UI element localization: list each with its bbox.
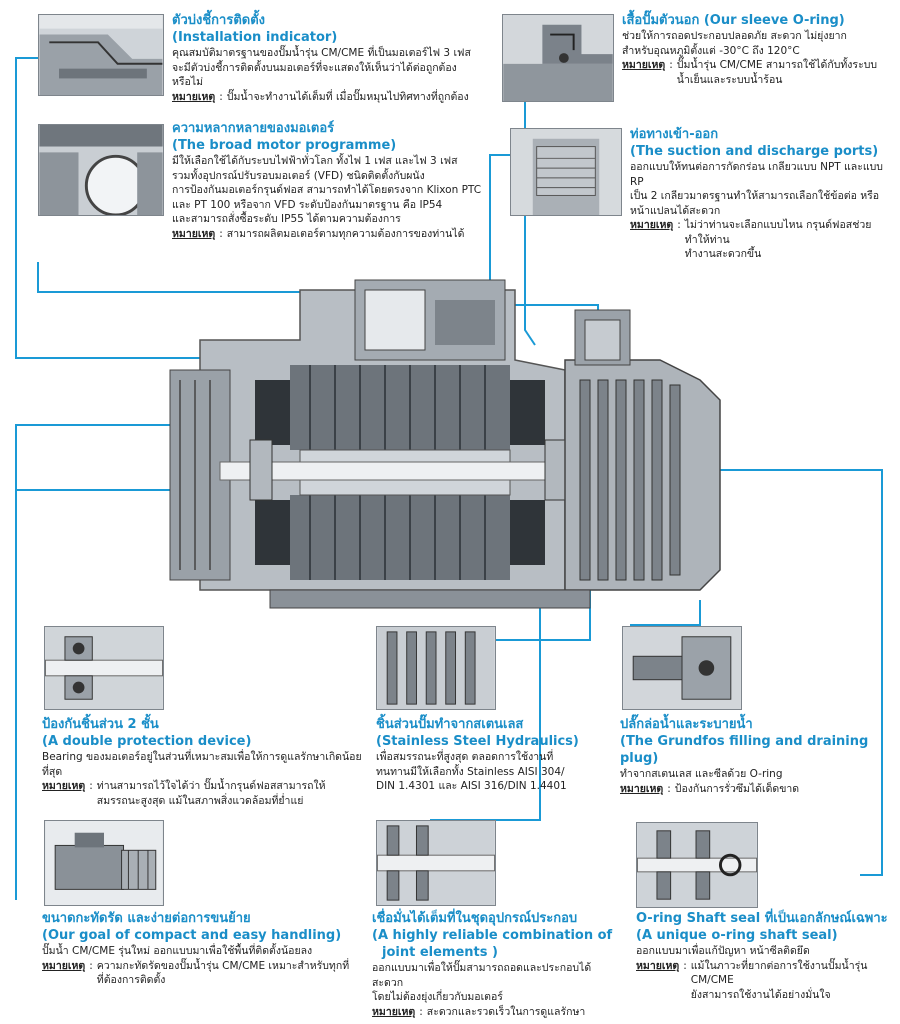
motor-programme-desc-4: และ PT 100 หรือจาก VFD ระดับป้องกันมาตรฐ… (172, 198, 443, 211)
suction-discharge-title-th: ท่อทางเข้า-ออก (630, 127, 719, 142)
sleeve-oring-desc-2: สำหรับอุณหภูมิตั้งแต่ -30°C ถึง 120°C (622, 44, 800, 57)
installation-indicator-title-en: (Installation indicator) (172, 30, 338, 45)
note-label: หมายเหตุ (622, 59, 666, 71)
compact-handling-image (44, 820, 164, 906)
compact-handling-desc: ปั๊มน้ำ CM/CME รุ่นใหม่ ออกแบบมาเพื่อใช้… (42, 945, 313, 957)
joint-elements-desc-1: ออกแบบมาเพื่อให้ปั๊มสามารถถอดและประกอบได… (372, 962, 592, 989)
motor-programme-desc-5: และสามารถสั่งซื้อระดับ IP55 ได้ตามความต้… (172, 213, 401, 225)
filling-plug-note: หมายเหตุ:ป้องกันการรั่วซึมได้เด็ดขาด (620, 782, 895, 797)
installation-indicator-desc-2: จะมีตัวบ่งชี้การติดตั้งบนมอเตอร์ที่จะแสด… (172, 61, 457, 89)
sleeve-oring-title-th: เสื้อปั๊มตัวนอก (622, 13, 700, 28)
suction-discharge-desc-2: เป็น 2 เกลียวมาตรฐานทำให้สามารถเลือกใช้ข… (630, 190, 880, 202)
sleeve-oring-desc-1: ช่วยให้การถอดประกอบปลอดภัย สะดวก ไม่ยุ่ง… (622, 30, 847, 42)
double-protection-note-1: ท่านสามารถไว้ใจได้ว่า ปั๊มน้ำกรุนด์ฟอสสา… (96, 780, 326, 792)
note-label: หมายเหตุ (636, 959, 680, 972)
compact-handling-title-th: ขนาดกะทัดรัด และง่ายต่อการขนย้าย (42, 911, 251, 926)
compact-handling-title-en: (Our goal of compact and easy handling) (42, 928, 342, 943)
double-protection-desc: Bearing ของมอเตอร์อยู่ในส่วนที่เหมาะสมเพ… (42, 751, 362, 778)
note-label: หมายเหตุ (630, 219, 674, 231)
installation-indicator-title-th: ตัวบ่งชี้การติดตั้ง (172, 13, 265, 28)
joint-elements-title-en: (A highly reliable combination of (372, 928, 613, 943)
stainless-hydraulics-desc-2: ทนทานมีให้เลือกทั้ง Stainless AISI 304/ (376, 765, 565, 778)
shaft-seal-note: หมายเหตุ:แม้ในภาวะที่ยากต่อการใช้งานปั๊ม… (636, 959, 868, 1001)
note-label: หมายเหตุ (620, 782, 664, 795)
motor-programme-note-text: สามารถผลิตมอเตอร์ตามทุกความต้องการของท่า… (226, 227, 465, 240)
sleeve-oring-title: เสื้อปั๊มตัวนอก (Our sleeve O-ring) (622, 12, 892, 29)
suction-discharge-desc-1: ออกแบบให้ทนต่อการกัดกร่อน เกลียวแบบ NPT … (630, 161, 883, 188)
sleeve-oring-note: หมายเหตุ:ปั๊มน้ำรุ่น CM/CME สามารถใช้ได้… (622, 59, 878, 86)
shaft-seal-image (636, 822, 758, 908)
compact-handling-note-2: ที่ต้องการติดตั้ง (96, 974, 166, 986)
note-label: หมายเหตุ (42, 780, 86, 792)
installation-indicator-desc-1: คุณสมบัติมาตรฐานของปั๊มน้ำรุ่น CM/CME ที… (172, 47, 471, 59)
filling-plug-desc: ทำจากสเตนเลส และซีลด้วย O-ring (620, 768, 783, 780)
joint-elements-title-th: เชื่อมั่นได้เต็มที่ในชุดอุปกรณ์ประกอบ (372, 911, 578, 926)
filling-plug-image (622, 626, 742, 710)
installation-indicator-note: หมายเหตุ:ปั๊มน้ำจะทำงานได้เต็มที่ เมื่อป… (172, 90, 472, 105)
installation-indicator-image (38, 14, 164, 96)
note-label: หมายเหตุ (172, 90, 216, 103)
sleeve-oring-title-en: (Our sleeve O-ring) (703, 13, 845, 28)
double-protection-note-2: สมรรถนะสูงสุด แม้ในสภาพสิ่งแวดล้อมที่ย่ำ… (96, 794, 304, 807)
suction-discharge-image (510, 128, 622, 216)
shaft-seal-title-en: (A unique o-ring shaft seal) (636, 928, 838, 943)
joint-elements-note-text: สะดวกและรวดเร็วในการดูแลรักษา (426, 1005, 586, 1018)
installation-indicator-note-text: ปั๊มน้ำจะทำงานได้เต็มที่ เมื่อปั๊มหมุนไป… (226, 90, 469, 103)
shaft-seal-note-1: แม้ในภาวะที่ยากต่อการใช้งานปั๊มน้ำรุ่น C… (690, 959, 868, 987)
stainless-hydraulics-image (376, 626, 496, 710)
shaft-seal-title-th: O-ring Shaft seal ที่เป็นเอกลักษณ์เฉพาะ (636, 911, 888, 926)
stainless-hydraulics-desc-1: เพื่อสมรรถนะที่สูงสุด ตลอดการใช้งานที่ (376, 751, 554, 763)
filling-plug-title-th: ปลั๊กล่อน้ำและระบายน้ำ (620, 717, 753, 732)
joint-elements-title-en-2: joint elements ) (382, 945, 498, 960)
filling-plug-title-en: (The Grundfos filling and draining plug) (620, 734, 869, 766)
suction-discharge-note: หมายเหตุ:ไม่ว่าท่านจะเลือกแบบไหน กรุนด์ฟ… (630, 219, 872, 260)
note-label: หมายเหตุ (172, 227, 216, 240)
shaft-seal-note-2: ยังสามารถใช้งานได้อย่างมั่นใจ (690, 988, 831, 1001)
pump-cutaway-illustration (160, 270, 740, 615)
motor-programme-image (38, 124, 164, 216)
motor-programme-note: หมายเหตุ:สามารถผลิตมอเตอร์ตามทุกความต้อง… (172, 227, 482, 242)
sleeve-oring-note-2: น้ำเย็นและระบบน้ำร้อน (676, 73, 783, 86)
suction-discharge-note-1: ไม่ว่าท่านจะเลือกแบบไหน กรุนด์ฟอสช่วยทำใ… (684, 219, 872, 246)
note-label: หมายเหตุ (372, 1005, 416, 1018)
motor-programme-desc-2: รวมทั้งอุปกรณ์ปรับรอบมอเตอร์ (VFD) ชนิดต… (172, 169, 425, 182)
double-protection-note: หมายเหตุ:ท่านสามารถไว้ใจได้ว่า ปั๊มน้ำกร… (42, 780, 326, 807)
suction-discharge-note-2: ทำงานสะดวกขึ้น (684, 248, 762, 260)
stainless-hydraulics-title-th: ชิ้นส่วนปั๊มทำจากสเตนเลส (376, 717, 524, 732)
compact-handling-note-1: ความกะทัดรัดของปั๊มน้ำรุ่น CM/CME เหมาะส… (96, 959, 350, 972)
shaft-seal-desc: ออกแบบมาเพื่อแก้ปัญหา หน้าซีลติดยึด (636, 945, 810, 957)
joint-elements-image (376, 820, 496, 906)
stainless-hydraulics-desc-3: DIN 1.4301 และ AISI 316/DIN 1.4401 (376, 780, 567, 792)
motor-programme-desc-1: มีให้เลือกใช้ได้กับระบบไฟฟ้าทั่วโลก ทั้ง… (172, 155, 458, 167)
sleeve-oring-image (502, 14, 614, 102)
motor-programme-title-th: ความหลากหลายของมอเตอร์ (172, 121, 335, 136)
note-label: หมายเหตุ (42, 959, 86, 972)
motor-programme-desc-3: การป้องกันมอเตอร์กรุนด์ฟอส สามารถทำได้โด… (172, 184, 482, 196)
stainless-hydraulics-title-en: (Stainless Steel Hydraulics) (376, 734, 579, 749)
suction-discharge-desc-3: หน้าแปลนได้สะดวก (630, 204, 721, 217)
double-protection-image (44, 626, 164, 710)
double-protection-title-en: (A double protection device) (42, 734, 252, 749)
sleeve-oring-note-1: ปั๊มน้ำรุ่น CM/CME สามารถใช้ได้กับทั้งระ… (676, 59, 878, 71)
motor-programme-title-en: (The broad motor programme) (172, 138, 397, 153)
filling-plug-note-text: ป้องกันการรั่วซึมได้เด็ดขาด (674, 782, 800, 795)
joint-elements-desc-2: โดยไม่ต้องยุ่งเกี่ยวกับมอเตอร์ (372, 991, 503, 1003)
joint-elements-note: หมายเหตุ:สะดวกและรวดเร็วในการดูแลรักษา (372, 1005, 617, 1020)
compact-handling-note: หมายเหตุ:ความกะทัดรัดของปั๊มน้ำรุ่น CM/C… (42, 959, 350, 987)
double-protection-title-th: ป้องกันชิ้นส่วน 2 ชั้น (42, 717, 159, 732)
suction-discharge-title-en: (The suction and discharge ports) (630, 144, 879, 159)
